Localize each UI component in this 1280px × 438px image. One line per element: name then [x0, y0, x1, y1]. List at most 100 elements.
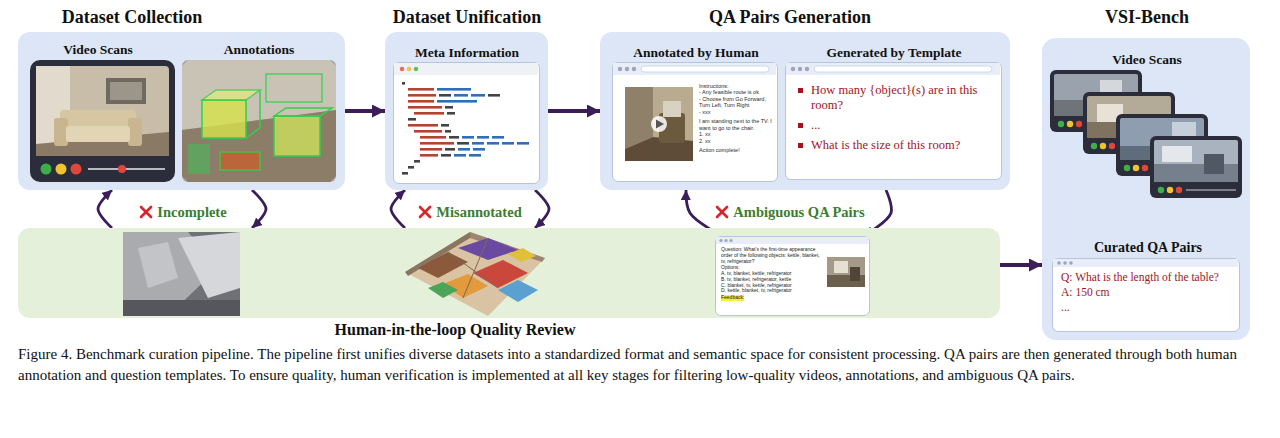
annotation-window-illustration-part	[625, 87, 693, 161]
instruction-text: I am standing next to the TV. I want to …	[699, 118, 773, 131]
review-illustrations-part	[405, 232, 545, 316]
video-stack-illustration-part-part	[1204, 154, 1224, 174]
text-row: ...	[1061, 301, 1231, 315]
video-stack-illustration-part-part	[1058, 121, 1064, 127]
annotation-image: Annotations	[182, 60, 336, 182]
code-window-illustration-part	[469, 154, 481, 157]
stage-heading: Dataset Unification	[267, 6, 667, 28]
figure-caption: Figure 4. Benchmark curation pipeline. T…	[18, 344, 1266, 386]
code-window-illustration-part	[437, 100, 477, 103]
video-stack-illustration-part-part	[1076, 121, 1082, 127]
card-text: Question: What's the first-time appearan…	[721, 247, 825, 264]
code-window-illustration-part	[439, 94, 451, 97]
code-window-illustration-part	[471, 94, 485, 97]
text-row: Question: What's the first-time appearan…	[721, 247, 825, 264]
qa-card-illustration-part	[724, 239, 727, 242]
sub-heading: Generated by Template	[694, 44, 1094, 61]
text-row: - Choose from Go Forward, Turn Left, Tur…	[699, 96, 773, 109]
band-heading: Human-in-the-loop Quality Review	[255, 320, 655, 339]
card-text: D. kettle, blanket, tv, refrigerator	[721, 288, 825, 294]
annotation-window-illustration-part	[625, 67, 629, 71]
code-window-illustration-part	[487, 142, 499, 145]
annotation-window-illustration-part	[613, 63, 776, 75]
review-label-text: Ambiguous QA Pairs	[733, 203, 864, 221]
qa-list-window: Curated QA PairsQ: What is the length of…	[1052, 258, 1240, 332]
code-window-illustration-part	[414, 130, 442, 133]
review-illustrations-part	[498, 280, 538, 302]
template-question: How many {object}(s) are in this room?	[811, 83, 992, 113]
code-window-illustration	[394, 63, 538, 182]
code-window-illustration-part	[472, 142, 484, 145]
reject-cross-part	[420, 207, 430, 217]
code-window-illustration-part	[402, 82, 405, 85]
bullet-square	[798, 123, 803, 128]
annotation-window-illustration-part	[656, 120, 664, 129]
bullet-square	[798, 88, 803, 93]
code-window-illustration-part	[502, 142, 514, 145]
video-player-illustration-part	[41, 164, 52, 175]
review-label: Incomplete	[139, 203, 226, 221]
instruction-text: - Choose from Go Forward, Turn Left, Tur…	[699, 96, 773, 109]
text-column: Instructions:- Any feasible route is ok-…	[699, 83, 773, 154]
video-stack-illustration-part-part	[1162, 146, 1192, 162]
reject-cross-part	[141, 207, 151, 217]
instruction-text: 2. xx	[699, 138, 773, 144]
video-stack-illustration-part-part	[1100, 143, 1106, 149]
review-illustrations-part	[178, 232, 240, 298]
video-player-illustration	[30, 60, 175, 182]
text-column: Q: What is the length of the table?A: 15…	[1061, 271, 1231, 314]
text-row: I am standing next to the TV. I want to …	[699, 118, 773, 131]
stage-panel: Dataset Collection Video Scans Annotatio…	[18, 32, 345, 190]
text-row: Feedback:	[721, 295, 825, 301]
text-row: Action complete!	[699, 147, 773, 153]
review-band: Human-in-the-loop Quality Review Questio…	[18, 228, 1000, 318]
annotated-scene-illustration-part	[202, 100, 246, 138]
annotation-window-illustration-part	[663, 101, 681, 117]
qa-card-illustration-part	[719, 239, 722, 242]
video-stack-illustration-part-part	[1109, 143, 1115, 149]
code-window-illustration-part	[447, 112, 455, 115]
qa-window-illustration-part	[1053, 259, 1238, 267]
annotated-scene-illustration-part	[274, 108, 332, 116]
reject-cross	[418, 205, 432, 219]
video-stack-illustration	[1050, 70, 1242, 200]
text-row: ...	[798, 118, 992, 133]
qa-text: ...	[1061, 301, 1231, 315]
video-player-illustration-part	[36, 66, 169, 156]
stage-panel: QA Pairs Generation Annotated by HumanIn…	[600, 32, 1010, 190]
template-question: ...	[811, 118, 992, 133]
annotated-scene-illustration	[182, 60, 336, 182]
flow-arrow	[1000, 263, 1042, 267]
code-window-illustration-part	[408, 88, 434, 91]
annotated-scene-illustration-part	[259, 90, 261, 128]
review-illustrations-part	[418, 252, 468, 278]
reject-cross-part	[717, 207, 727, 217]
text-row: A: 150 cm	[1061, 286, 1231, 300]
code-window-illustration-part	[458, 148, 470, 151]
text-row: How many {object}(s) are in this room?	[798, 83, 992, 113]
review-illustrations-part	[428, 282, 458, 298]
video-stack-illustration-part-part	[1091, 143, 1097, 149]
code-window-illustration-part	[420, 148, 442, 151]
annotated-scene-illustration-part	[274, 116, 320, 156]
stage-heading: QA Pairs Generation	[590, 6, 990, 28]
qa-text: Q: What is the length of the table?	[1061, 271, 1231, 285]
code-window-illustration-part	[449, 136, 459, 139]
video-player-illustration-part	[71, 164, 82, 175]
annotated-scene-illustration-part	[220, 152, 260, 170]
video-stack-illustration-part-part	[1158, 187, 1164, 193]
template-question: What is the size of this room?	[811, 138, 992, 153]
code-window-illustration-part	[408, 166, 414, 169]
code-window-illustration-part	[408, 106, 442, 109]
annotation-window-illustration-part	[651, 116, 667, 132]
reject-cross	[139, 205, 153, 219]
code-window-illustration-part	[408, 100, 434, 103]
card-text: Feedback:	[721, 295, 744, 301]
code-window-illustration-part	[414, 112, 444, 115]
qa-card-illustration-part	[850, 267, 860, 281]
review-illustrations-part	[123, 232, 240, 316]
code-window-illustration-part	[408, 94, 436, 97]
qa-window-illustration-part	[1057, 261, 1061, 265]
stage-heading: VSI-Bench	[947, 6, 1280, 28]
